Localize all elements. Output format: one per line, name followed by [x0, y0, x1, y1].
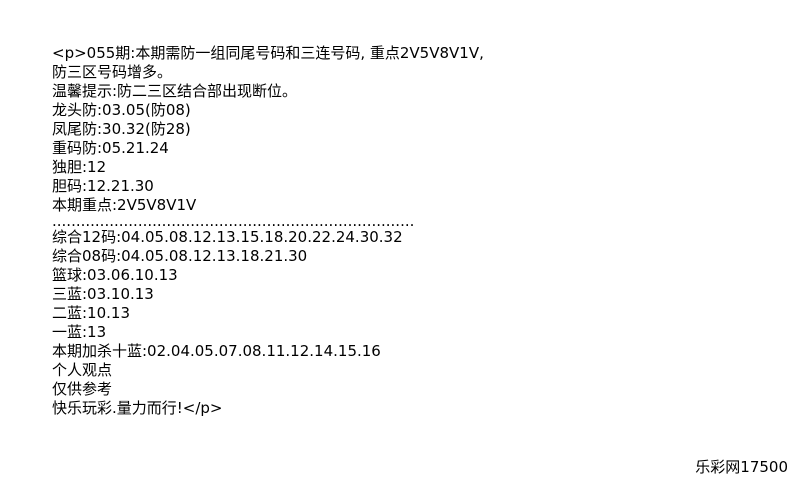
site-watermark: 乐彩网17500: [695, 458, 788, 476]
text-line: 胆码:12.21.30: [52, 177, 154, 195]
text-line: 快乐玩彩.量力而行!</p>: [52, 399, 223, 417]
text-line: 龙头防:03.05(防08): [52, 101, 191, 119]
text-line: 本期加杀十蓝:02.04.05.07.08.11.12.14.15.16: [52, 342, 381, 360]
text-line: <p>055期:本期需防一组同尾号码和三连号码, 重点2V5V8V1V,: [52, 44, 484, 62]
text-line: 仅供参考: [52, 380, 113, 398]
text-line: 重码防:05.21.24: [52, 139, 169, 157]
text-line: 综合08码:04.05.08.12.13.18.21.30: [52, 247, 308, 265]
text-line: 二蓝:10.13: [52, 304, 130, 322]
text-line: 防三区号码增多。: [52, 63, 173, 81]
text-line: 一蓝:13: [52, 323, 107, 341]
text-line: 三蓝:03.10.13: [52, 285, 154, 303]
dotted-separator: ........................................…: [52, 215, 415, 228]
text-line: 本期重点:2V5V8V1V: [52, 196, 197, 214]
text-line: 综合12码:04.05.08.12.13.15.18.20.22.24.30.3…: [52, 228, 403, 246]
text-line: 独胆:12: [52, 158, 107, 176]
text-line: 篮球:03.06.10.13: [52, 266, 178, 284]
document-body: <p>055期:本期需防一组同尾号码和三连号码, 重点2V5V8V1V, 防三区…: [52, 44, 792, 418]
text-line: 个人观点: [52, 361, 113, 379]
text-line: 温馨提示:防二三区结合部出现断位。: [52, 82, 298, 100]
text-line: 凤尾防:30.32(防28): [52, 120, 191, 138]
